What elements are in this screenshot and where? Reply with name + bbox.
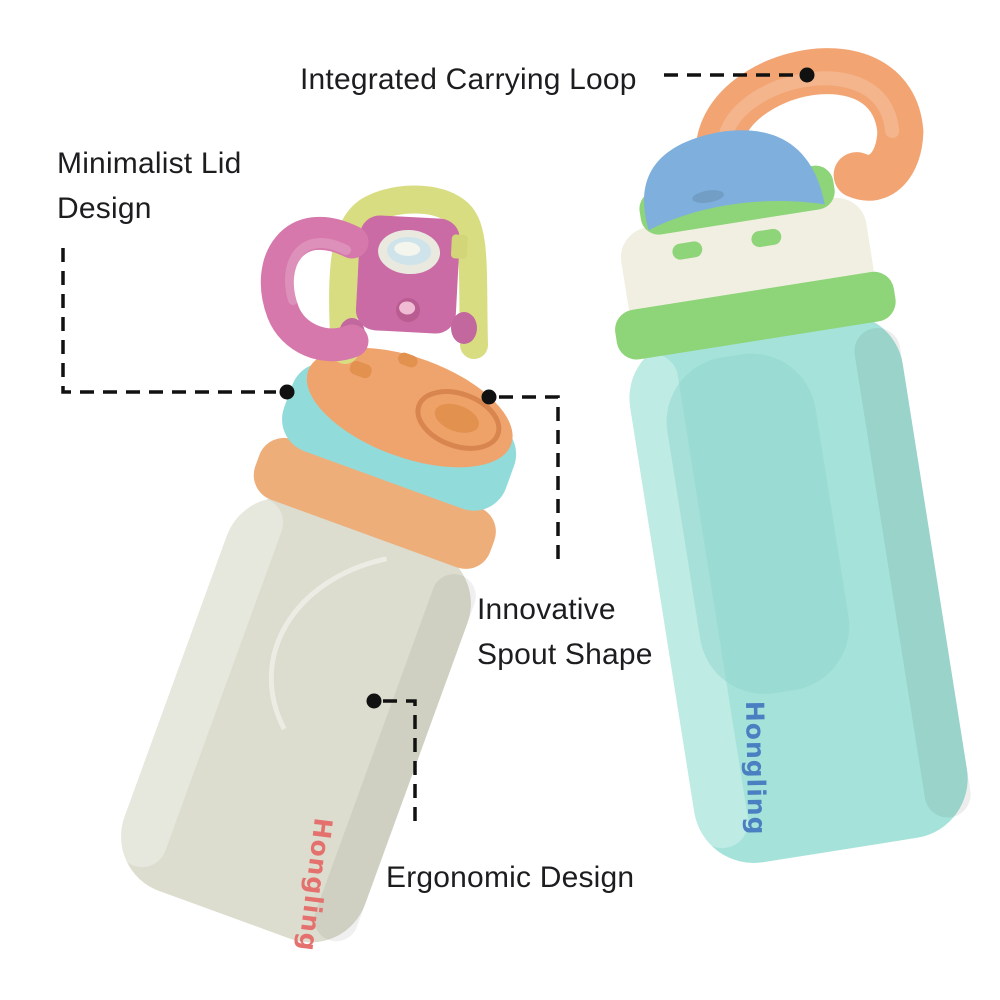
carrying-loop: [695, 48, 924, 201]
right-grip-panel: [666, 353, 850, 695]
spout-opening: [434, 403, 479, 433]
right-bottle: [615, 48, 971, 863]
dot-lid: [279, 384, 295, 400]
left-body-highlight: [116, 497, 284, 868]
lid-latch-tab: [450, 234, 468, 259]
right-lock-notch-right: [751, 228, 782, 248]
left-orange-band: [253, 437, 496, 569]
leader-dots: [279, 67, 815, 709]
carry-strap-highlight: [285, 238, 351, 305]
dot-carrying-loop: [799, 67, 815, 83]
leader-lid: [61, 248, 276, 394]
left-grip-groove: [268, 556, 388, 731]
cap-dimple: [692, 190, 724, 204]
right-lock-notch-left: [672, 241, 703, 260]
lid-button-highlight: [399, 301, 416, 315]
label-innovative-spout-shape: Innovative Spout Shape: [477, 593, 653, 671]
left-bottle-body: [121, 497, 471, 943]
lid-seal-core: [394, 241, 421, 256]
right-body-shadow: [854, 328, 971, 818]
leader-lines: [61, 73, 798, 826]
label-ergonomic-design: Ergonomic Design: [386, 861, 635, 894]
dot-ergonomic: [366, 693, 382, 709]
left-body-shadow: [314, 574, 476, 942]
dot-spout: [481, 389, 497, 405]
right-flip-cap: [644, 130, 825, 231]
label-minimalist-lid-design: Minimalist Lid Design: [57, 147, 251, 225]
lid-nub-top: [398, 352, 418, 368]
left-lid-assembly: [260, 185, 488, 364]
right-green-band: [615, 271, 896, 360]
leader-ergonomic: [383, 699, 417, 826]
leader-spout: [499, 395, 560, 568]
brand-logo-right: Hongling: [740, 701, 771, 836]
left-bottle: [116, 347, 517, 943]
hinge-roller-right: [451, 312, 477, 344]
lid-nub-left: [349, 360, 372, 379]
carry-strap: [260, 216, 369, 362]
flip-lid: [355, 215, 468, 334]
right-body-highlight: [626, 353, 749, 849]
label-integrated-carrying-loop: Integrated Carrying Loop: [300, 63, 637, 96]
